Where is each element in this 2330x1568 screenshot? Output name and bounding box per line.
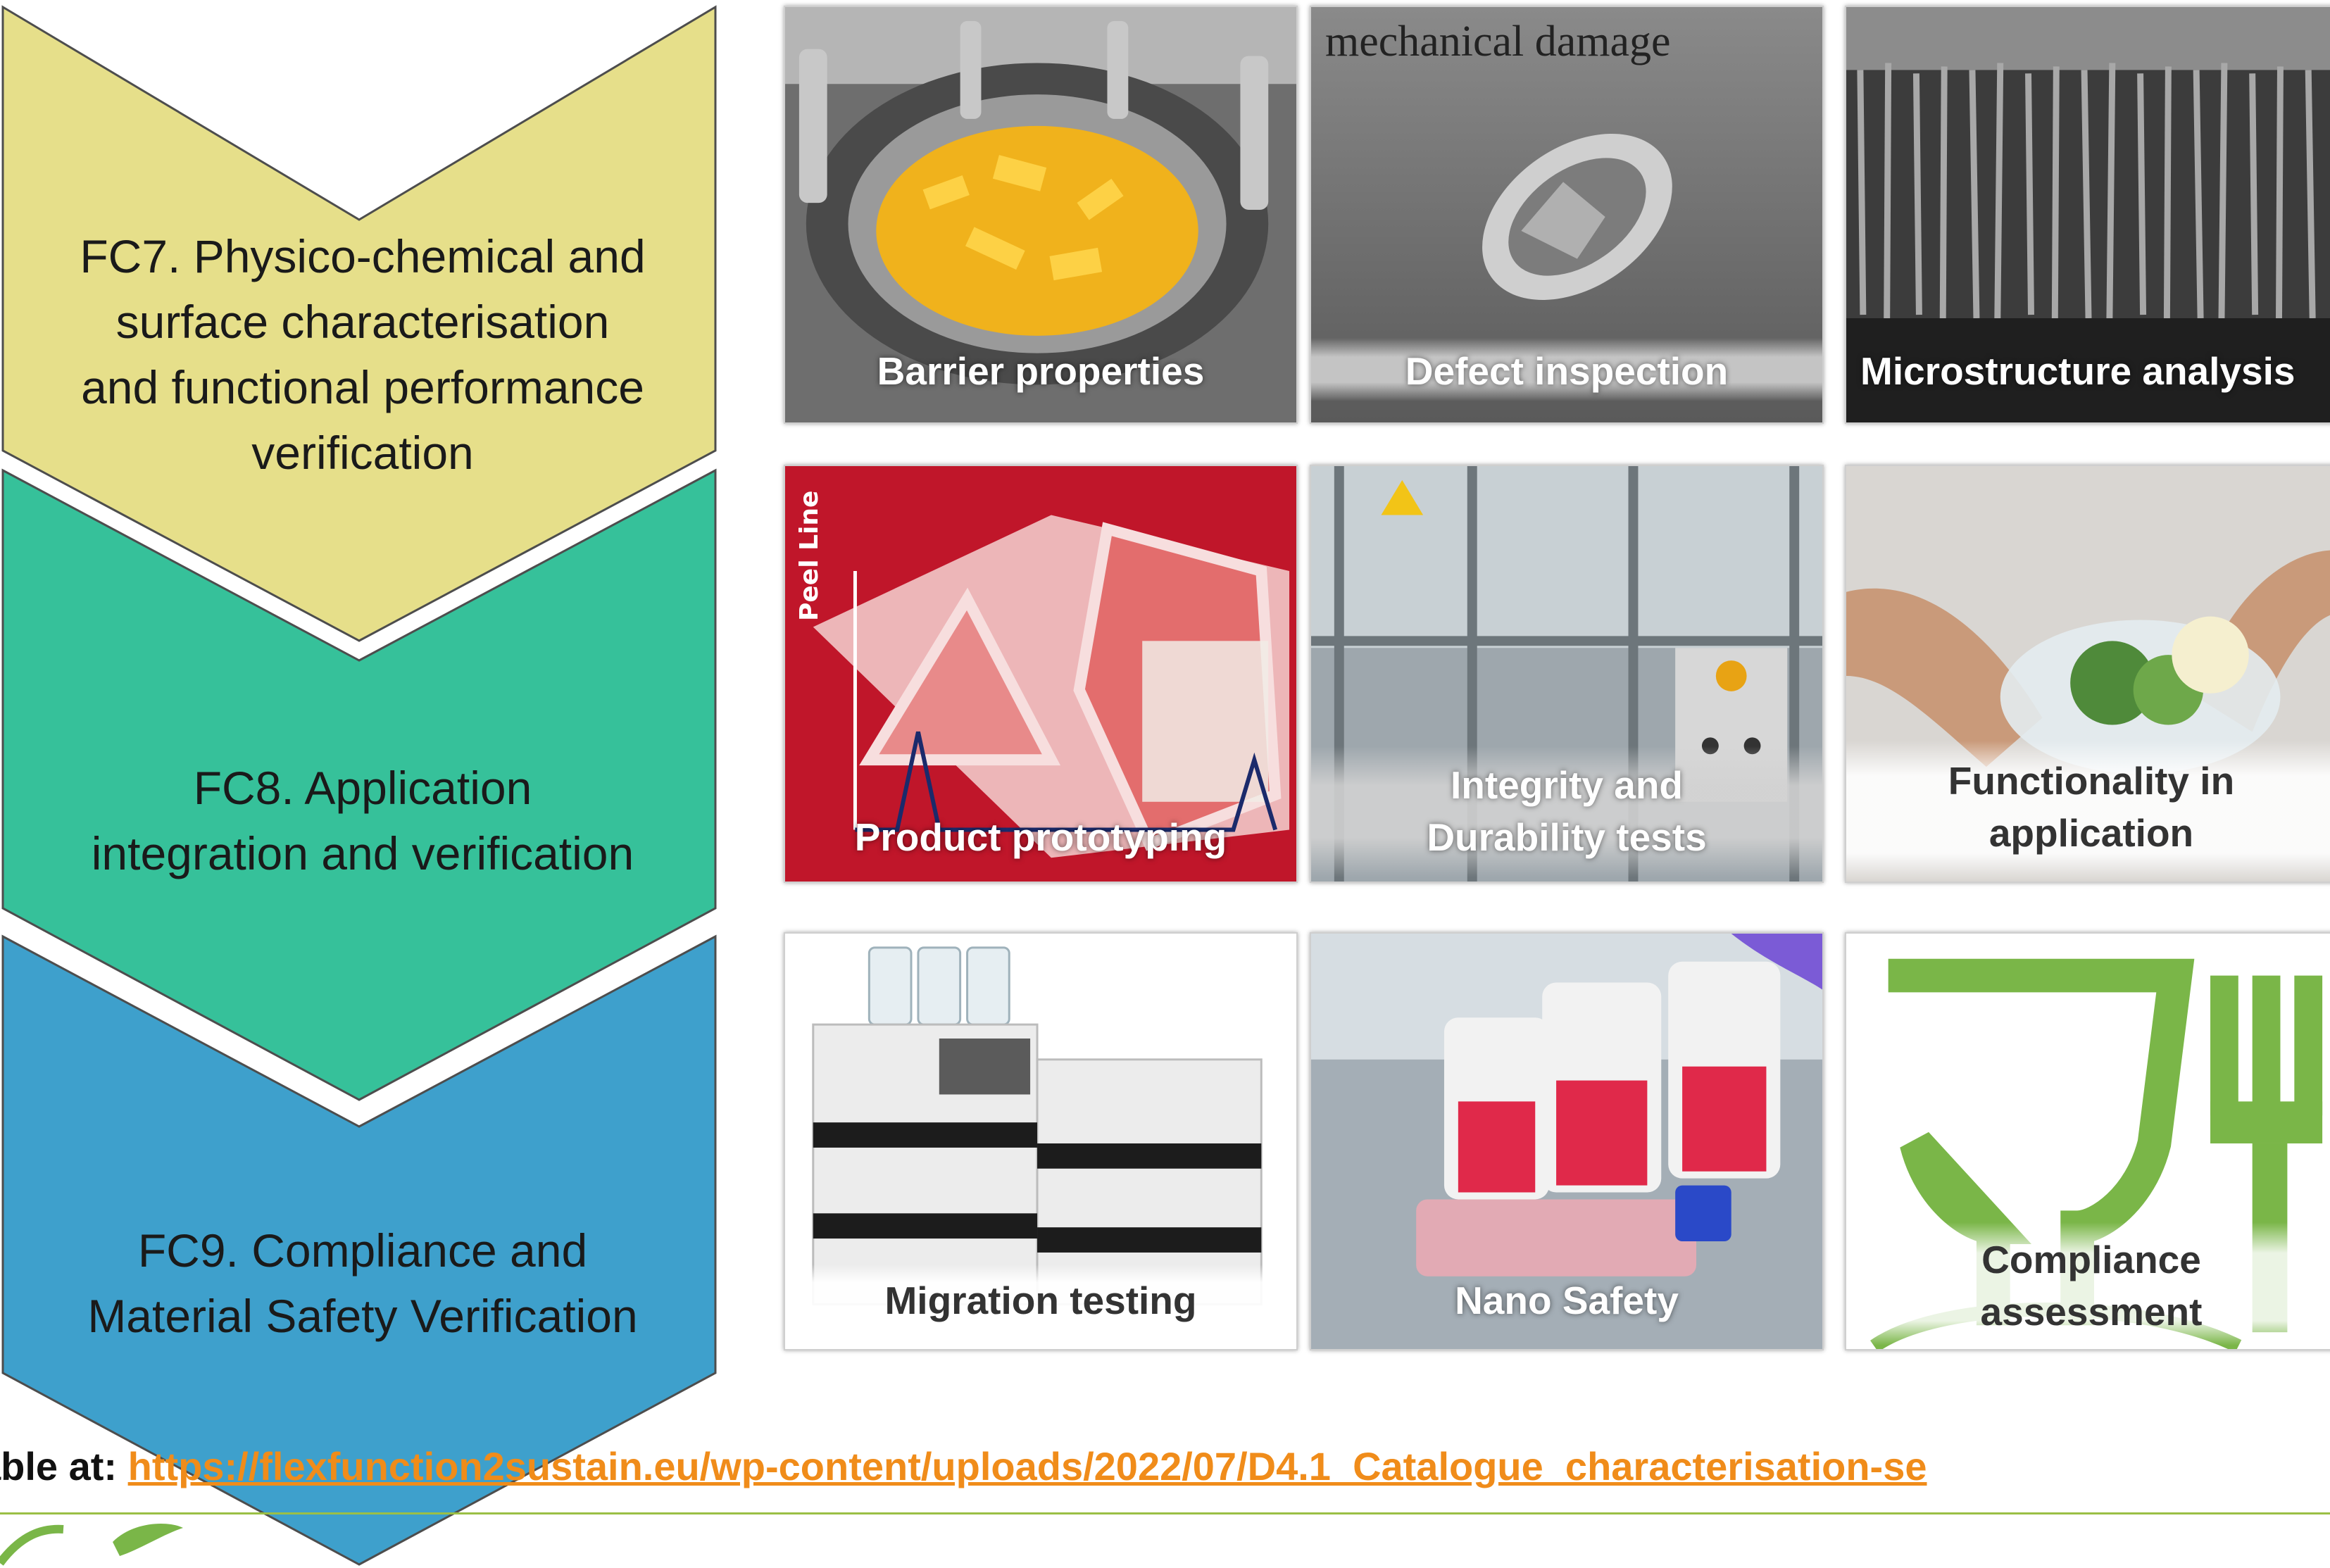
barrier-chamber-photo [785,7,1296,422]
source-line: able at: https://flexfunction2sustain.eu… [0,1443,1927,1489]
chevron-fc7 [1,5,717,642]
caption-band [1846,1222,2330,1346]
stage-label-fc8: FC8. Application integration and verific… [91,762,634,879]
tile-caption: Defect inspection [1405,349,1729,393]
tile-caption: Product prototyping [854,815,1227,859]
peel-line-label: Peel Line [795,490,824,621]
tile-caption: Migration testing [884,1279,1197,1322]
stage-label-fc7: FC7. Physico-chemical and surface charac… [80,230,646,479]
tile-defect-inspection: mechanical damage Defect inspection [1310,6,1824,424]
tile-nano-safety: Nano Safety [1310,932,1824,1350]
tile-caption: Microstructure analysis [1860,349,2295,393]
source-prefix: able at: [0,1444,118,1488]
footer-rule [0,1512,2330,1514]
cell-culture-photo [1311,934,1822,1349]
chevron-fc8 [1,468,717,1101]
tile-product-prototyping: Peel Line Product prototyping [784,465,1298,883]
tile-microstructure-analysis: Microstructure analysis [1845,6,2330,424]
process-chevrons [1,5,717,1566]
tile-migration-testing: Migration testing [784,932,1298,1350]
tile-caption: Compliance assessment [1980,1238,2203,1334]
tile-integrity-durability: Integrity and Durability tests [1310,465,1824,883]
tray-photo [785,466,1296,882]
chevron-fc9 [1,934,717,1566]
nanowire-micrograph [1846,7,2330,422]
micrograph-annotation: mechanical damage [1325,18,1671,65]
caption-band [1311,746,1822,877]
tile-caption: Nano Safety [1455,1279,1679,1322]
stage-label-fc9: FC9. Compliance and Material Safety Veri… [87,1224,638,1342]
source-link[interactable]: https://flexfunction2sustain.eu/wp-conte… [127,1444,1927,1488]
tile-compliance-assessment: Compliance assessment [1845,932,2330,1350]
caption-band [1846,741,2330,882]
caption-band [1311,338,1822,401]
tile-caption: Integrity and Durability tests [1427,763,1707,859]
leaf-logo [0,1524,183,1566]
tile-caption: Functionality in application [1948,759,2235,855]
caption-band [785,1265,1296,1335]
tile-barrier-properties: Barrier properties [784,6,1298,424]
tile-caption: Barrier properties [877,349,1205,393]
tile-functionality-application: Functionality in application [1845,465,2330,883]
